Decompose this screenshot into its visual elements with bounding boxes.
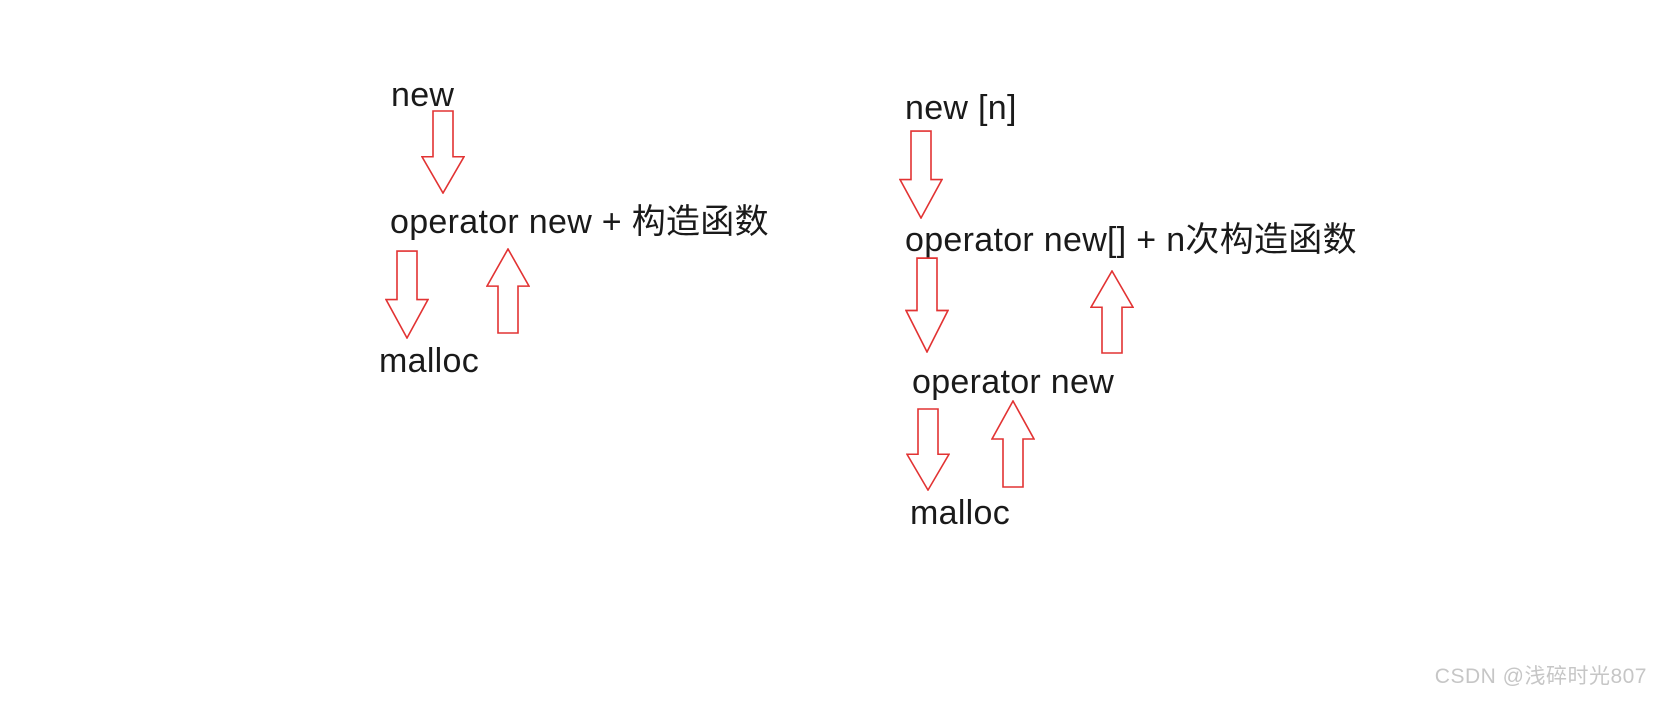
label-malloc: malloc (910, 494, 1011, 532)
label-operator-new-array-plus-n-constructors: operator new[] + n次构造函数 (905, 221, 1357, 259)
down-arrow-icon (906, 408, 950, 491)
up-arrow-icon (991, 400, 1035, 488)
down-arrow-icon (385, 250, 429, 339)
down-arrow-icon (905, 257, 949, 353)
csdn-watermark: CSDN @浅碎时光807 (1434, 665, 1647, 688)
label-new: new (391, 76, 455, 114)
down-arrow-icon (899, 130, 943, 219)
label-operator-new: operator new (912, 363, 1115, 401)
label-new-n: new [n] (905, 89, 1017, 127)
label-operator-new-plus-constructor: operator new + 构造函数 (390, 203, 769, 241)
up-arrow-icon (486, 248, 530, 334)
up-arrow-icon (1090, 270, 1134, 354)
down-arrow-icon (421, 110, 465, 194)
label-malloc: malloc (379, 342, 480, 380)
